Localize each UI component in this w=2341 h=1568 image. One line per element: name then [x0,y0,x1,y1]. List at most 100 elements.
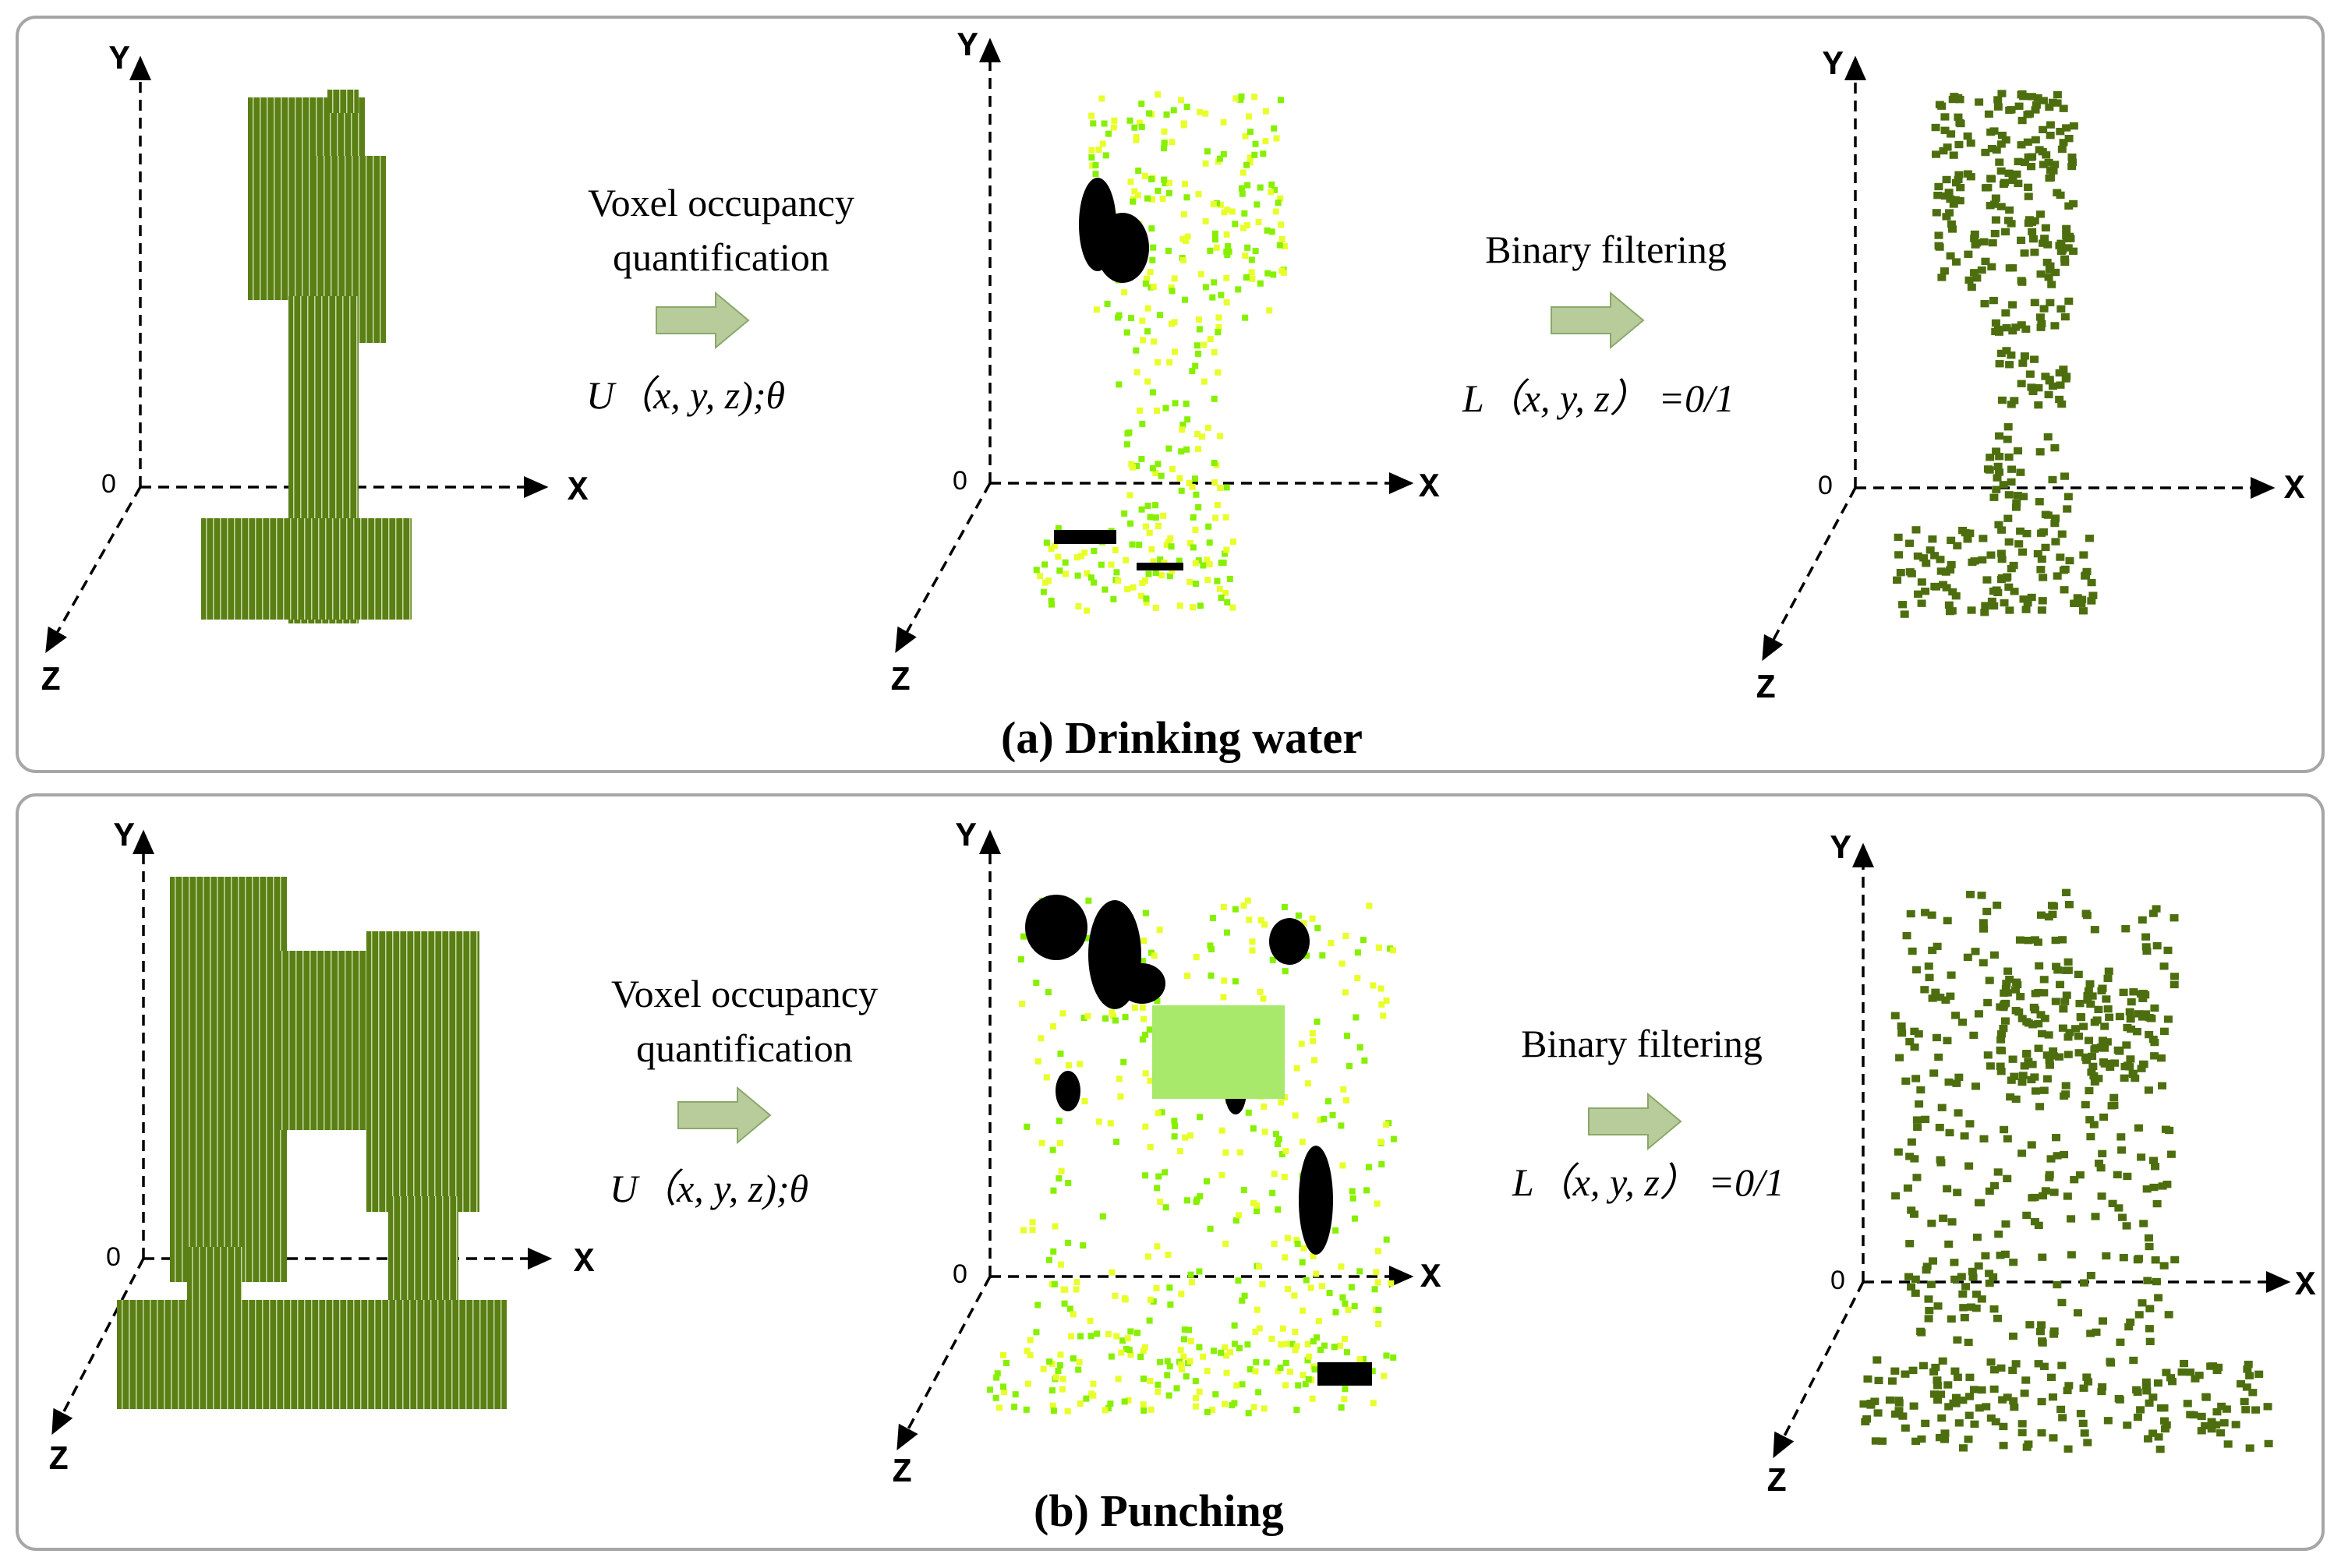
occupancy-voxel [1331,1344,1338,1351]
occupancy-voxel [1049,1023,1056,1030]
occupancy-voxel [1064,1407,1071,1414]
filtered-voxel [2082,567,2092,576]
filtered-voxel [1979,535,1988,542]
occupancy-voxel [1193,342,1201,349]
filtered-voxel [1977,266,1986,274]
filtered-voxel [2088,992,2097,1000]
filtered-voxel [2162,1368,2171,1376]
filtered-voxel [2019,93,2028,101]
filtered-voxel [1932,150,1941,158]
filtered-voxel [1946,252,1955,260]
filtered-voxel [1945,209,1954,217]
occupancy-voxel [1215,314,1222,321]
filtered-voxel [2039,125,2048,134]
occupancy-voxel [1149,256,1156,263]
voxel-grid-line [269,518,271,620]
filtered-voxel [1866,1401,1876,1409]
filtered-voxel [2010,397,2019,404]
occupancy-voxel [1313,1270,1320,1277]
filtered-voxel [1936,567,1946,575]
voxel-grid-line [380,156,381,343]
filtered-voxel [2167,1378,2177,1386]
occupancy-voxel [1073,554,1080,561]
filtered-voxel [2010,588,2019,595]
occupancy-voxel [1133,1330,1140,1337]
filtered-voxel [2049,1188,2059,1196]
filtered-voxel [2017,1429,2027,1436]
occupancy-voxel [1208,972,1215,979]
occupancy-voxel [1130,584,1137,591]
filtered-voxel [2014,447,2023,455]
filtered-voxel [1890,1367,1900,1375]
filtered-voxel [2133,1388,2142,1397]
filtered-voxel [1964,250,1973,258]
occupancy-voxel [1070,1311,1077,1318]
filtered-voxel [2078,607,2088,615]
filtered-voxel [2004,491,2014,499]
occupancy-voxel [1102,586,1109,593]
occupancy-voxel [1226,575,1233,582]
occupancy-voxel [1186,1132,1193,1139]
dense-occupancy-region [1054,530,1116,544]
filtered-voxel [2001,1220,2010,1228]
filtered-voxel [1977,1386,1986,1394]
filtered-voxel [1993,588,2003,597]
occupancy-voxel [1136,407,1143,414]
filtered-voxel [2057,1298,2067,1307]
voxel-grid-line [325,518,327,620]
filtered-voxel [1916,1327,1925,1336]
occupancy-voxel [1244,244,1251,251]
occupancy-voxel [1341,1396,1348,1403]
voxel-grid-line [437,1300,439,1409]
filtered-voxel [1964,1338,1973,1347]
occupancy-voxel [1232,95,1239,102]
occupancy-voxel [1193,491,1200,498]
occupancy-voxel [1091,579,1098,586]
voxel-grid-line [283,518,285,620]
z-axis [45,486,142,654]
filtered-voxel [2088,1062,2098,1071]
occupancy-voxel [1107,1120,1114,1127]
y-axis-label: Y [1830,830,1851,869]
occupancy-voxel [1266,307,1273,314]
occupancy-voxel [1247,154,1254,161]
occupancy-voxel [1159,195,1166,202]
filtered-voxel [1914,590,1923,599]
occupancy-voxel [1332,1227,1339,1234]
occupancy-voxel [1271,1171,1278,1178]
filtered-voxel [2053,1280,2062,1289]
filtered-voxel [2105,1013,2114,1021]
occupancy-voxel [1354,975,1361,982]
occupancy-voxel [1381,1372,1388,1379]
occupancy-voxel [1245,1410,1252,1417]
occupancy-voxel [1211,230,1218,237]
occupancy-voxel [1033,567,1040,574]
filtered-voxel [2034,1221,2043,1230]
occupancy-voxel [1115,1376,1122,1383]
occupancy-voxel [1138,506,1145,513]
occupancy-voxel [1041,561,1048,568]
filtered-voxel [2090,926,2099,934]
voxel-grid-line [339,90,341,113]
occupancy-voxel [1300,1372,1307,1379]
y-axis-label: Y [956,818,977,856]
occupancy-voxel [1092,171,1099,178]
occupancy-voxel [1138,101,1145,108]
voxel-grid-line [339,518,341,620]
filtered-voxel [2214,1363,2223,1372]
occupancy-voxel [1214,501,1221,508]
occupancy-voxel [1256,1263,1263,1270]
occupancy-voxel [1237,96,1244,103]
occupancy-voxel [1202,284,1209,291]
occupancy-voxel [1105,130,1112,137]
filtered-voxel [2079,1022,2088,1030]
voxel-grid-line [324,951,325,1130]
occupancy-voxel [1155,1173,1162,1180]
occupancy-voxel [1136,119,1143,126]
voxel-grid-line [407,1196,408,1305]
occupancy-voxel [1179,422,1186,429]
occupancy-voxel [1217,201,1224,208]
filtered-voxel [2050,519,2060,528]
filtered-voxel [2097,1192,2106,1200]
filtered-voxel [1951,178,1961,187]
